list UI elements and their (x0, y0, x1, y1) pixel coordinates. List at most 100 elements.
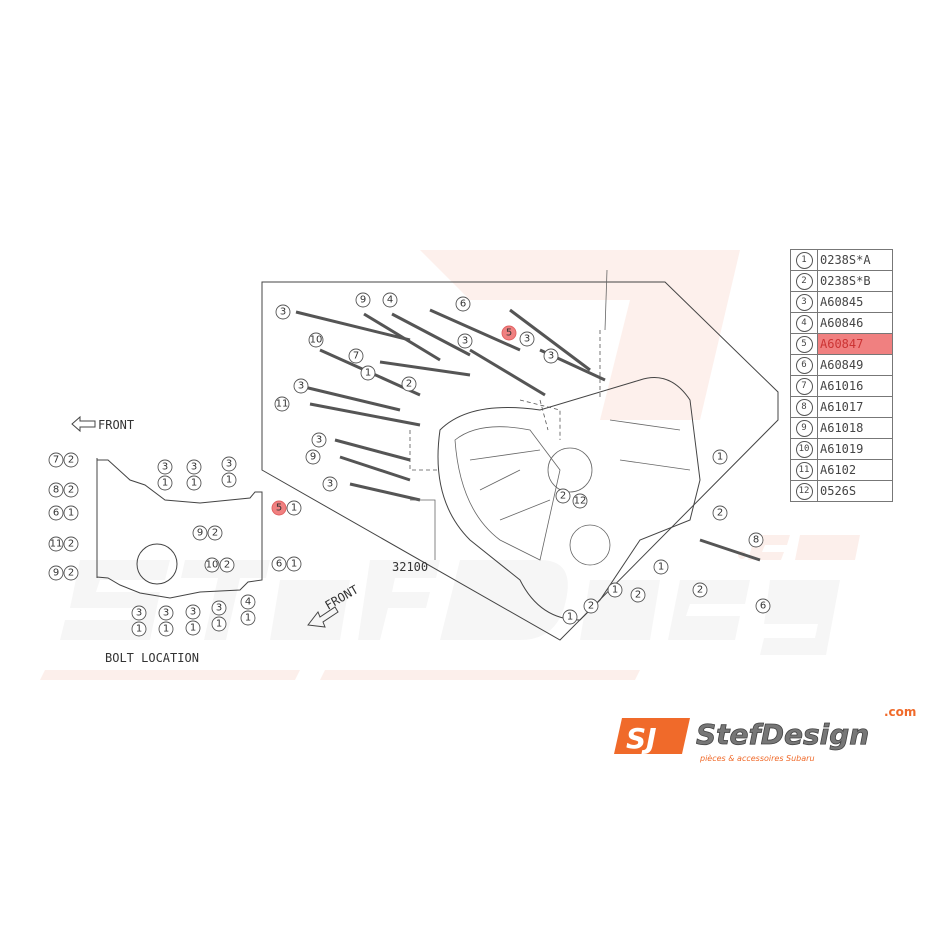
callout-circle (186, 475, 202, 491)
callout-3: 3 (519, 331, 535, 347)
callout-number: 1 (291, 503, 297, 514)
part-number: 3 (795, 294, 813, 311)
callout-number: 3 (548, 351, 554, 362)
callout-circle (211, 600, 227, 616)
callout-number: 2 (224, 560, 230, 571)
part-number: 7 (795, 378, 813, 395)
bolt (339, 455, 411, 482)
callout-number: 6 (276, 559, 282, 570)
callout-3: 3 (322, 476, 338, 492)
bolt (509, 308, 591, 372)
callout-circle (712, 449, 728, 465)
callout-number: 2 (68, 539, 74, 550)
callout-number: 3 (216, 603, 222, 614)
bolt-callout-3: 3 (211, 600, 227, 616)
callout-number: 3 (524, 334, 530, 345)
logo-tagline: pièces & accessoires Subaru (699, 753, 815, 763)
callout-number: 2 (68, 485, 74, 496)
callout-circle (63, 505, 79, 521)
callout-circle (562, 609, 578, 625)
callout-circle (240, 610, 256, 626)
part-number: 5 (795, 336, 813, 353)
callout-number: 1 (245, 613, 251, 624)
part-code: A61019 (817, 438, 893, 460)
part-code: A6102 (817, 459, 893, 481)
callout-circle (572, 493, 588, 509)
callout-circle (755, 598, 771, 614)
callout-circle (63, 482, 79, 498)
callout-number: 3 (163, 608, 169, 619)
bolt-callout-qty: 1 (211, 616, 227, 632)
part-code: A60845 (817, 291, 893, 313)
callout-number: 2 (68, 455, 74, 466)
callout-number: 1 (658, 562, 664, 573)
callout-number: 3 (190, 607, 196, 618)
callout-number: 2 (697, 585, 703, 596)
callout-circle (305, 449, 321, 465)
bolt (469, 348, 546, 397)
callout-2: 2 (583, 598, 599, 614)
callout-number: 3 (162, 462, 168, 473)
bolt-callout-8: 8 (48, 482, 64, 498)
part-number-cell: 1 (790, 249, 818, 271)
part-number: 2 (795, 273, 813, 290)
callout-number: 5 (506, 328, 512, 339)
callout-2: 2 (692, 582, 708, 598)
callout-number: 2 (588, 601, 594, 612)
callout-circle (131, 605, 147, 621)
callout-circle (63, 536, 79, 552)
bolt-callout-4: 4 (240, 594, 256, 610)
callout-circle (219, 557, 235, 573)
callout-number: 11 (276, 399, 289, 410)
callout-number: 1 (136, 624, 142, 635)
callout-circle (48, 536, 64, 552)
bolt-location-title: BOLT LOCATION (105, 651, 199, 665)
part-number-cell: 9 (790, 417, 818, 439)
callout-number: 3 (191, 462, 197, 473)
callout-circle (308, 332, 324, 348)
callout-circle (240, 594, 256, 610)
callout-1: 1 (562, 609, 578, 625)
callout-number: 9 (360, 295, 366, 306)
part-number-cell: 11 (790, 459, 818, 481)
callout-number: 1 (291, 559, 297, 570)
bolt-callout-qty: 1 (240, 610, 256, 626)
bolt-callout-11: 11 (48, 536, 64, 552)
callout-number: 1 (190, 623, 196, 634)
part-number: 8 (795, 399, 813, 416)
callout-circle (63, 452, 79, 468)
bolt (334, 438, 411, 462)
callout-11: 11 (274, 396, 290, 412)
callout-7: 7 (348, 348, 364, 364)
callout-number: 7 (353, 351, 359, 362)
bolt-callout-qty: 2 (219, 557, 235, 573)
callout-number: 9 (310, 452, 316, 463)
callout-number: 2 (560, 491, 566, 502)
part-number: 9 (795, 420, 813, 437)
logo-domain: .com (884, 705, 916, 719)
callout-9: 9 (305, 449, 321, 465)
callout-3: 3 (293, 378, 309, 394)
callout-number: 4 (245, 597, 251, 608)
bolt-callout-qty: 2 (63, 452, 79, 468)
callout-circle (501, 325, 517, 341)
bolt-callout-3: 3 (185, 604, 201, 620)
callout-number: 12 (574, 496, 587, 507)
callout-circle (348, 348, 364, 364)
part-code: A60846 (817, 312, 893, 334)
stefdesign-logo: SJ StefDesign .com pièces & accessoires … (612, 704, 927, 764)
part-code: 0526S (817, 480, 893, 502)
part-number: 1 (795, 252, 813, 269)
callout-number: 3 (462, 336, 468, 347)
bolt (379, 360, 471, 377)
callout-3: 3 (311, 432, 327, 448)
logo-mark: SJ (626, 722, 657, 755)
callout-circle (211, 616, 227, 632)
bolt-callout-qty: 1 (286, 500, 302, 516)
bolt-callout-qty: 2 (63, 536, 79, 552)
bolt-callout-qty: 1 (186, 475, 202, 491)
callout-number: 9 (53, 568, 59, 579)
